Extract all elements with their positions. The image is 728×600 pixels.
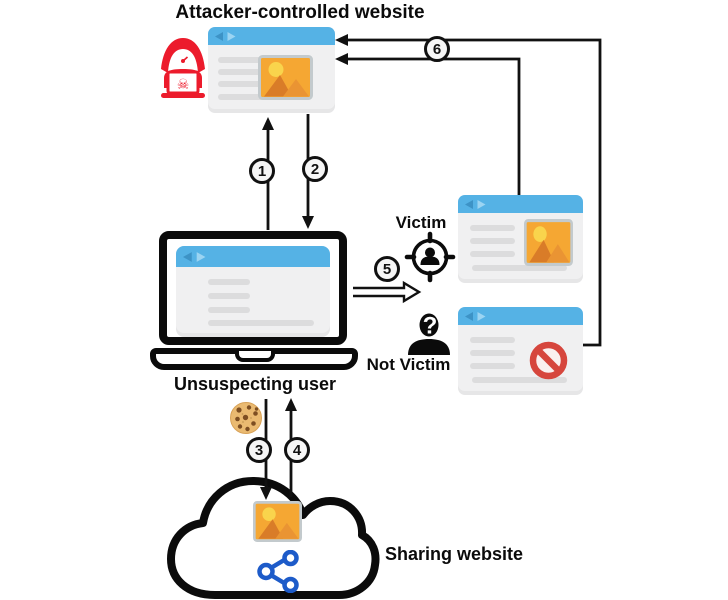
svg-text:☠: ☠ bbox=[177, 77, 190, 93]
browser-titlebar bbox=[208, 27, 335, 45]
cookie-icon bbox=[229, 401, 263, 435]
sharing-website-label: Sharing website bbox=[385, 544, 524, 564]
step-5-badge: 5 bbox=[374, 256, 400, 282]
back-forward-icon bbox=[183, 251, 206, 262]
text-placeholder-line bbox=[208, 320, 314, 326]
step-6-badge: 6 bbox=[424, 36, 450, 62]
text-placeholder-line bbox=[470, 238, 515, 244]
text-placeholder-line bbox=[470, 225, 515, 231]
text-placeholder-line bbox=[218, 94, 280, 100]
text-placeholder-line bbox=[208, 279, 250, 285]
text-placeholder-line bbox=[470, 363, 515, 369]
step-2-badge: 2 bbox=[302, 156, 328, 182]
not-victim-browser-window bbox=[458, 307, 583, 395]
victim-label: Victim bbox=[395, 213, 447, 232]
blocked-icon bbox=[528, 340, 569, 381]
not-victim-label: Not Victim bbox=[366, 355, 451, 374]
image-icon bbox=[524, 219, 573, 266]
laptop-notch bbox=[235, 351, 275, 362]
hacker-icon: ☠ bbox=[151, 36, 215, 100]
back-forward-icon bbox=[465, 199, 486, 209]
back-forward-icon bbox=[465, 311, 486, 321]
user-browser-window bbox=[176, 246, 330, 337]
unsuspecting-user-label: Unsuspecting user bbox=[173, 374, 337, 394]
text-placeholder-line bbox=[218, 81, 262, 87]
svg-text:?: ? bbox=[423, 313, 438, 340]
victim-browser-window bbox=[458, 195, 583, 283]
step-1-badge: 1 bbox=[249, 158, 275, 184]
text-placeholder-line bbox=[470, 251, 515, 257]
shared-image-icon bbox=[253, 501, 302, 542]
browser-titlebar bbox=[176, 246, 330, 267]
image-icon bbox=[258, 55, 313, 100]
text-placeholder-line bbox=[218, 69, 262, 75]
share-icon bbox=[257, 550, 301, 593]
attacker-website-title: Attacker-controlled website bbox=[175, 2, 425, 23]
step-3-badge: 3 bbox=[246, 437, 272, 463]
victim-target-icon bbox=[404, 231, 456, 283]
browser-titlebar bbox=[458, 195, 583, 213]
text-placeholder-line bbox=[470, 350, 515, 356]
text-placeholder-line bbox=[208, 307, 250, 313]
browser-titlebar bbox=[458, 307, 583, 325]
back-forward-icon bbox=[215, 31, 236, 41]
attacker-browser-window bbox=[208, 27, 335, 113]
text-placeholder-line bbox=[472, 377, 567, 383]
text-placeholder-line bbox=[470, 337, 515, 343]
text-placeholder-line bbox=[218, 57, 262, 63]
step-4-badge: 4 bbox=[284, 437, 310, 463]
unknown-person-icon: ? bbox=[404, 310, 452, 356]
text-placeholder-line bbox=[208, 293, 250, 299]
